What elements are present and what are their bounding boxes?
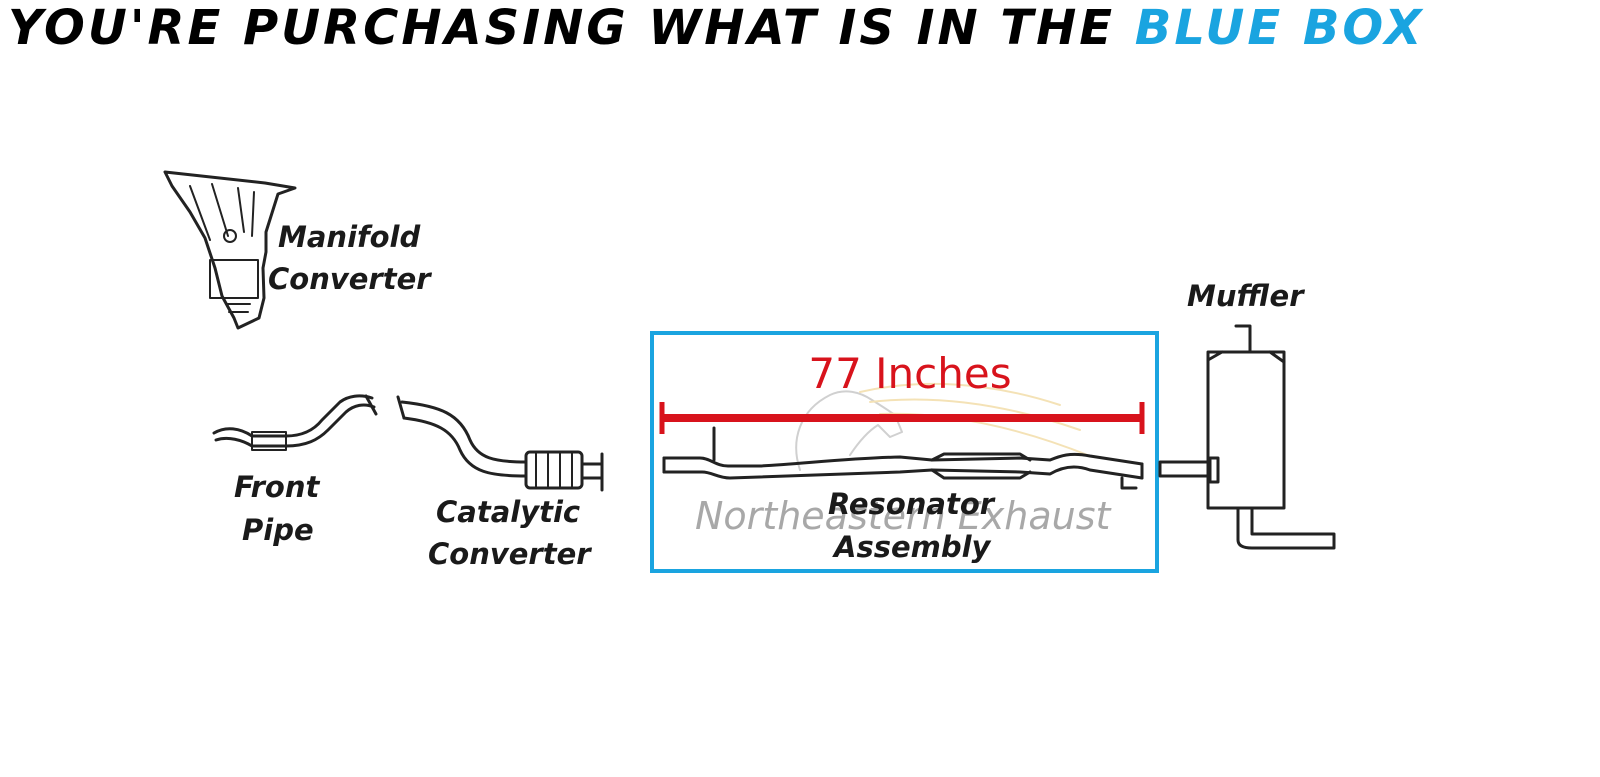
label-manifold-line2: Converter [268,262,432,296]
manifold-converter-part [163,170,297,330]
watermark-text: Northeastern Exhaust [695,494,1113,538]
label-manifold-line1: Manifold [278,220,420,254]
headline-text: YOU'RE PURCHASING WHAT IS IN THE [8,0,1116,56]
label-front-line2: Pipe [242,513,314,547]
headline: YOU'RE PURCHASING WHAT IS IN THE BLUE BO… [8,0,1425,60]
blue-box-frame [650,331,1159,573]
label-muffler: Muffler [1187,279,1305,313]
connector-pipe-part [1158,460,1210,478]
watermark: Northeastern Exhaust [695,382,1113,538]
label-front-line1: Front [234,470,320,504]
front-pipe-part [212,394,378,451]
catalytic-converter-part [396,395,604,492]
resonator-assembly-part [662,426,1144,490]
label-resonator-line1: Resonator [828,487,996,521]
label-catalytic-line2: Converter [428,537,592,571]
headline-highlight: BLUE BOX [1134,0,1425,56]
muffler-part [1206,324,1336,550]
measurement-text: 77 Inches [808,349,1011,398]
label-catalytic-line1: Catalytic [436,495,580,529]
measurement-bar [659,402,1145,434]
label-resonator-line2: Assembly [832,530,992,564]
